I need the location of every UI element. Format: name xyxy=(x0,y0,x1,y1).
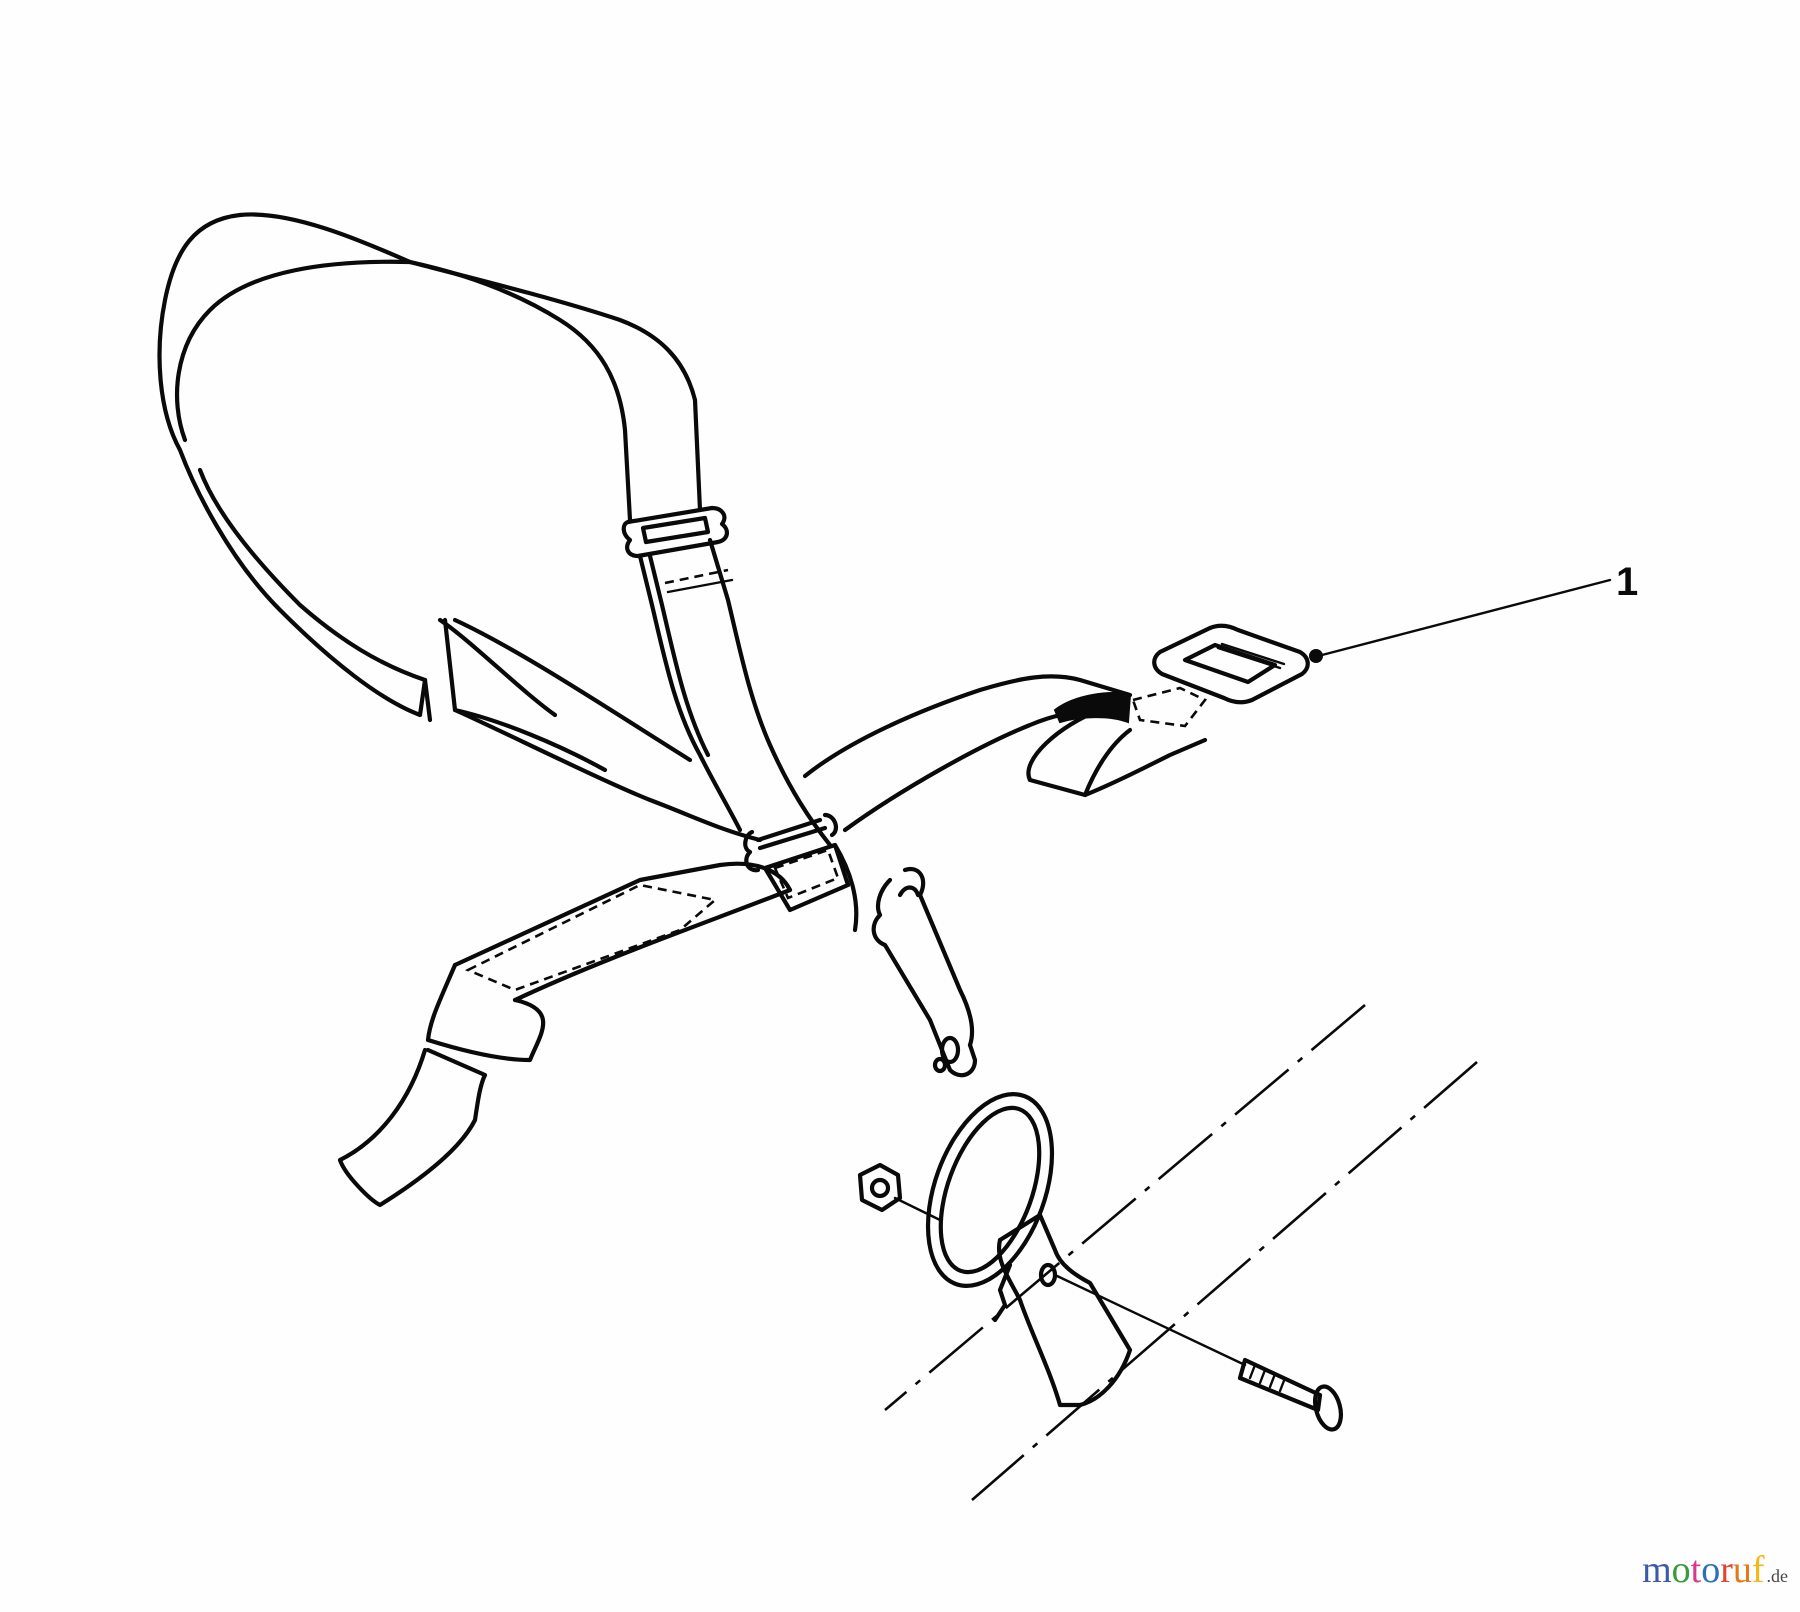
watermark-letter: r xyxy=(1720,1549,1733,1591)
watermark-letter: o xyxy=(1671,1549,1691,1591)
watermark-letter: f xyxy=(1751,1549,1765,1591)
lock-nut xyxy=(857,1162,942,1222)
vertical-strap xyxy=(637,537,839,873)
harness-strap xyxy=(157,212,763,843)
strap-buckle xyxy=(1152,623,1310,705)
watermark-letter: m xyxy=(1642,1549,1672,1591)
callout-number-1: 1 xyxy=(1616,560,1639,604)
watermark-letter: u xyxy=(1732,1549,1752,1591)
shaft-tube xyxy=(884,1004,1478,1501)
left-tail-strap xyxy=(337,861,793,1208)
lower-buckle-strap xyxy=(762,842,859,933)
clamp xyxy=(992,1212,1133,1408)
watermark-letter: t xyxy=(1690,1549,1702,1591)
callout-1-leader xyxy=(1309,578,1612,663)
waist-strap xyxy=(802,674,1208,833)
snap-hook xyxy=(871,866,978,1078)
screw xyxy=(1053,1273,1344,1432)
adjuster-slide-top xyxy=(621,505,729,559)
watermark-letter: o xyxy=(1701,1549,1721,1591)
watermark-suffix: .de xyxy=(1766,1566,1789,1586)
hanger-ring xyxy=(925,1092,1055,1288)
watermark-logo: motoruf.de xyxy=(1642,1548,1788,1592)
